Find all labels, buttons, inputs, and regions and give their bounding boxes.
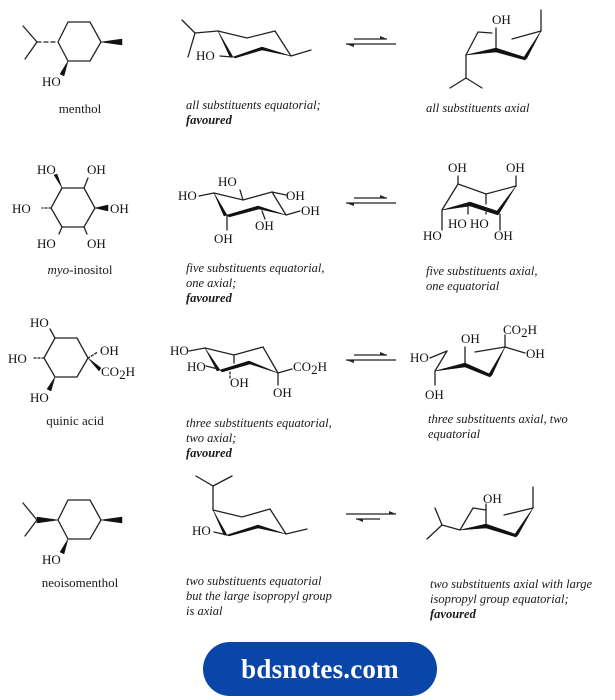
- myo-inositol-equatorial-caption: five substituents equatorial, one axial;…: [186, 261, 376, 306]
- svg-text:OH: OH: [301, 203, 320, 218]
- svg-text:HO: HO: [12, 201, 31, 216]
- menthol-axial-caption: all substituents axial: [426, 101, 530, 115]
- svg-text:HO: HO: [42, 552, 61, 567]
- svg-text:OH: OH: [483, 491, 502, 506]
- equilibrium-arrows: [346, 195, 396, 206]
- svg-text:OH: OH: [230, 375, 249, 390]
- svg-text:OH: OH: [214, 231, 233, 246]
- svg-text:OH: OH: [494, 228, 513, 243]
- svg-text:CO2H: CO2H: [101, 364, 135, 382]
- svg-text:HO: HO: [30, 390, 49, 405]
- svg-text:OH: OH: [87, 162, 106, 177]
- svg-text:OH: OH: [87, 236, 106, 251]
- svg-text:HO: HO: [196, 48, 215, 63]
- svg-text:OH: OH: [255, 218, 274, 233]
- compound-name-quinic-acid: quinic acid: [46, 413, 104, 428]
- myo-inositol-axial-caption: five substituents axial, one equatorial: [426, 264, 538, 293]
- svg-text:OH: OH: [461, 331, 480, 346]
- svg-text:HO: HO: [218, 174, 237, 189]
- myo-inositol-structure: HO OH HO OH HO OH: [12, 162, 129, 251]
- favoured-label: favoured: [186, 446, 232, 460]
- compound-name-menthol: menthol: [58, 101, 102, 116]
- compound-name-myo-inositol: myo-inositol: [47, 262, 113, 277]
- svg-text:HO: HO: [30, 315, 49, 330]
- svg-text:OH: OH: [286, 188, 305, 203]
- svg-text:HO: HO: [8, 351, 27, 366]
- svg-text:HO: HO: [170, 343, 189, 358]
- neoisomenthol-equatorial-chair: HO: [192, 475, 308, 538]
- equilibrium-arrows: [346, 36, 396, 47]
- quinic-acid-structure: HO HO HO OH CO2H: [8, 315, 135, 405]
- menthol-structure: HO: [22, 21, 123, 89]
- svg-text:HO: HO: [178, 188, 197, 203]
- svg-text:HO: HO: [448, 216, 467, 231]
- menthol-equatorial-chair: HO: [181, 19, 312, 63]
- favoured-label: favoured: [430, 607, 476, 621]
- svg-text:HO: HO: [37, 162, 56, 177]
- svg-text:OH: OH: [526, 346, 545, 361]
- quinic-acid-axial-chair: CO2H OH HO OH OH: [410, 322, 545, 402]
- myo-inositol-equatorial-chair: HO HO OH OH OH OH: [178, 174, 320, 246]
- neoisomenthol-structure: HO: [22, 499, 123, 567]
- svg-text:CO2H: CO2H: [293, 359, 327, 377]
- svg-text:OH: OH: [425, 387, 444, 402]
- svg-text:OH: OH: [110, 201, 129, 216]
- svg-text:HO: HO: [42, 74, 61, 89]
- neoisomenthol-equatorial-caption: two substituents equatorial but the larg…: [186, 574, 332, 618]
- equilibrium-arrows: [346, 511, 396, 522]
- svg-text:HO: HO: [470, 216, 489, 231]
- svg-text:OH: OH: [100, 343, 119, 358]
- quinic-acid-axial-caption: three substituents axial, two equatorial: [428, 412, 568, 441]
- neoisomenthol-axial-chair: OH: [426, 486, 534, 540]
- svg-text:HO: HO: [423, 228, 442, 243]
- quinic-acid-equatorial-caption: three substituents equatorial, two axial…: [186, 416, 376, 461]
- favoured-label: favoured: [186, 291, 232, 305]
- svg-text:HO: HO: [410, 350, 429, 365]
- svg-text:HO: HO: [192, 523, 211, 538]
- svg-text:OH: OH: [492, 12, 511, 27]
- neoisomenthol-axial-caption: two substituents axial with large isopro…: [430, 577, 615, 622]
- svg-text:HO: HO: [37, 236, 56, 251]
- compound-name-neoisomenthol: neoisomenthol: [41, 575, 119, 590]
- myo-inositol-axial-chair: OH OH HO HO HO OH: [423, 160, 525, 243]
- svg-text:HO: HO: [187, 359, 206, 374]
- svg-text:CO2H: CO2H: [503, 322, 537, 340]
- quinic-acid-equatorial-chair: HO HO OH CO2H OH: [170, 343, 327, 400]
- svg-text:OH: OH: [273, 385, 292, 400]
- favoured-label: favoured: [186, 113, 232, 127]
- menthol-equatorial-caption: all substituents equatorial; favoured: [186, 98, 366, 128]
- svg-text:OH: OH: [506, 160, 525, 175]
- svg-text:OH: OH: [448, 160, 467, 175]
- menthol-axial-chair: OH: [449, 9, 542, 89]
- equilibrium-arrows: [346, 352, 396, 363]
- bdsnotes-watermark-badge[interactable]: bdsnotes.com: [203, 642, 437, 696]
